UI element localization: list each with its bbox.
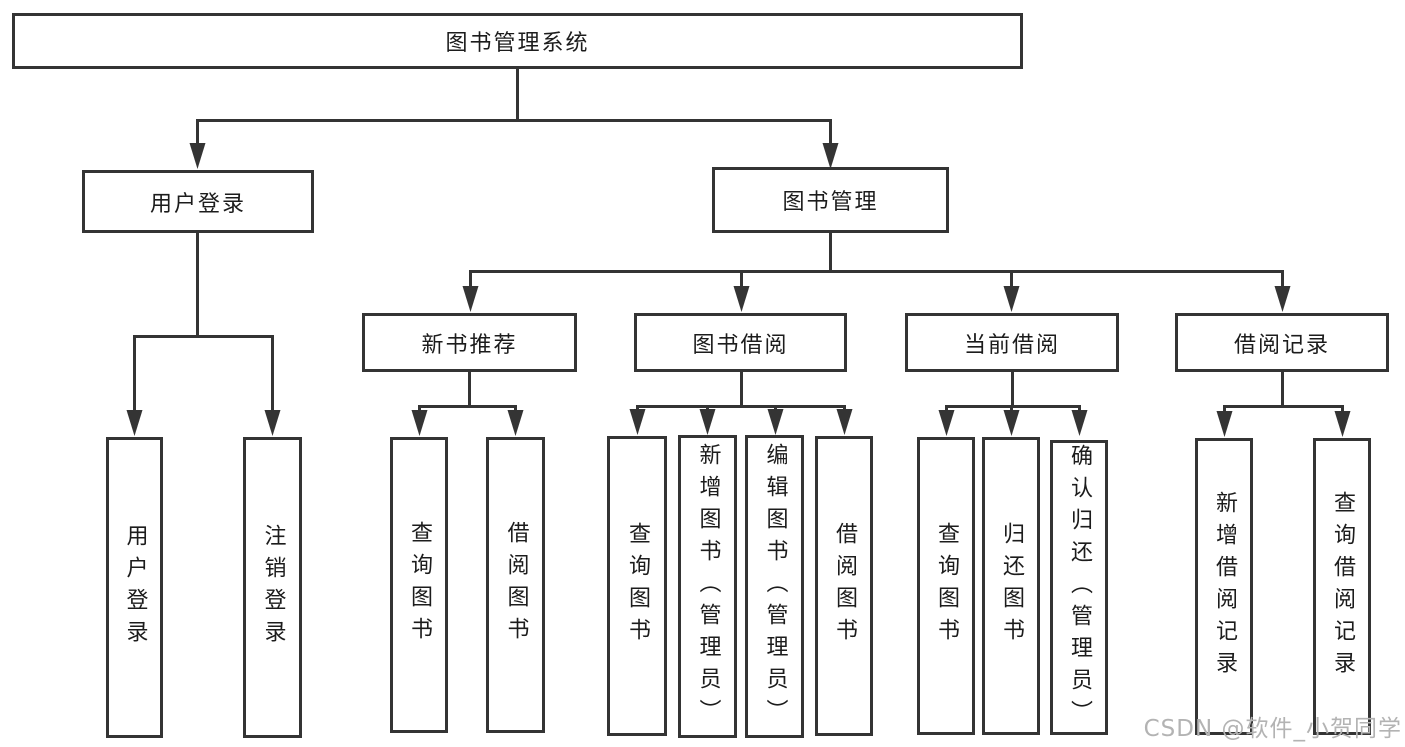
node-book-management-label: 图书管理	[782, 190, 879, 215]
node-book-borrowing-label: 图书借阅	[692, 332, 789, 358]
leaf-user-login-label: 用户登录	[122, 523, 148, 652]
leaf-edit-books-admin: 编辑图书（管理员）	[745, 435, 804, 738]
node-new-book-recommendation-label: 新书推荐	[421, 332, 518, 358]
node-borrowing-records: 借阅记录	[1175, 313, 1389, 372]
leaf-logout: 注销登录	[243, 437, 302, 738]
leaf-confirm-return-admin: 确认归还（管理员）	[1050, 440, 1108, 735]
node-current-borrowing: 当前借阅	[905, 313, 1119, 372]
leaf-query-books-recommend: 查询图书	[390, 437, 448, 733]
leaf-add-books-admin-label: 新增图书（管理员）	[695, 442, 721, 731]
leaf-borrow-books-recommend: 借阅图书	[486, 437, 545, 733]
leaf-query-borrow-record-label: 查询借阅记录	[1330, 490, 1355, 683]
leaf-borrow-books: 借阅图书	[815, 436, 873, 736]
leaf-return-books-label: 归还图书	[999, 522, 1024, 650]
leaf-edit-books-admin-label: 编辑图书（管理员）	[762, 442, 788, 731]
leaf-user-login: 用户登录	[106, 437, 163, 738]
leaf-query-books-recommend-label: 查询图书	[407, 521, 432, 649]
leaf-query-borrow-record: 查询借阅记录	[1313, 438, 1371, 735]
node-borrowing-records-label: 借阅记录	[1233, 332, 1330, 358]
node-user-login-label: 用户登录	[149, 191, 246, 217]
leaf-query-books-borrow-label: 查询图书	[625, 522, 650, 650]
leaf-query-books-borrow: 查询图书	[607, 436, 667, 736]
node-book-borrowing: 图书借阅	[634, 313, 847, 372]
leaf-add-books-admin: 新增图书（管理员）	[678, 435, 737, 738]
leaf-query-books-current: 查询图书	[917, 437, 975, 735]
node-new-book-recommendation: 新书推荐	[362, 313, 577, 372]
leaf-confirm-return-admin-label: 确认归还（管理员）	[1067, 443, 1092, 732]
node-book-management: 图书管理	[712, 167, 949, 233]
root-node: 图书管理系统	[12, 13, 1023, 69]
root-node-label: 图书管理系统	[445, 31, 590, 56]
leaf-query-books-current-label: 查询图书	[934, 522, 959, 650]
leaf-add-borrow-record: 新增借阅记录	[1195, 438, 1253, 735]
leaf-add-borrow-record-label: 新增借阅记录	[1212, 490, 1237, 683]
node-user-login: 用户登录	[82, 170, 314, 233]
node-current-borrowing-label: 当前借阅	[963, 332, 1060, 358]
leaf-borrow-books-recommend-label: 借阅图书	[503, 521, 529, 649]
leaf-logout-label: 注销登录	[260, 523, 286, 652]
csdn-watermark: CSDN @软件_小贺同学	[1143, 716, 1402, 742]
leaf-return-books: 归还图书	[982, 437, 1040, 735]
leaf-borrow-books-label: 借阅图书	[832, 522, 857, 650]
